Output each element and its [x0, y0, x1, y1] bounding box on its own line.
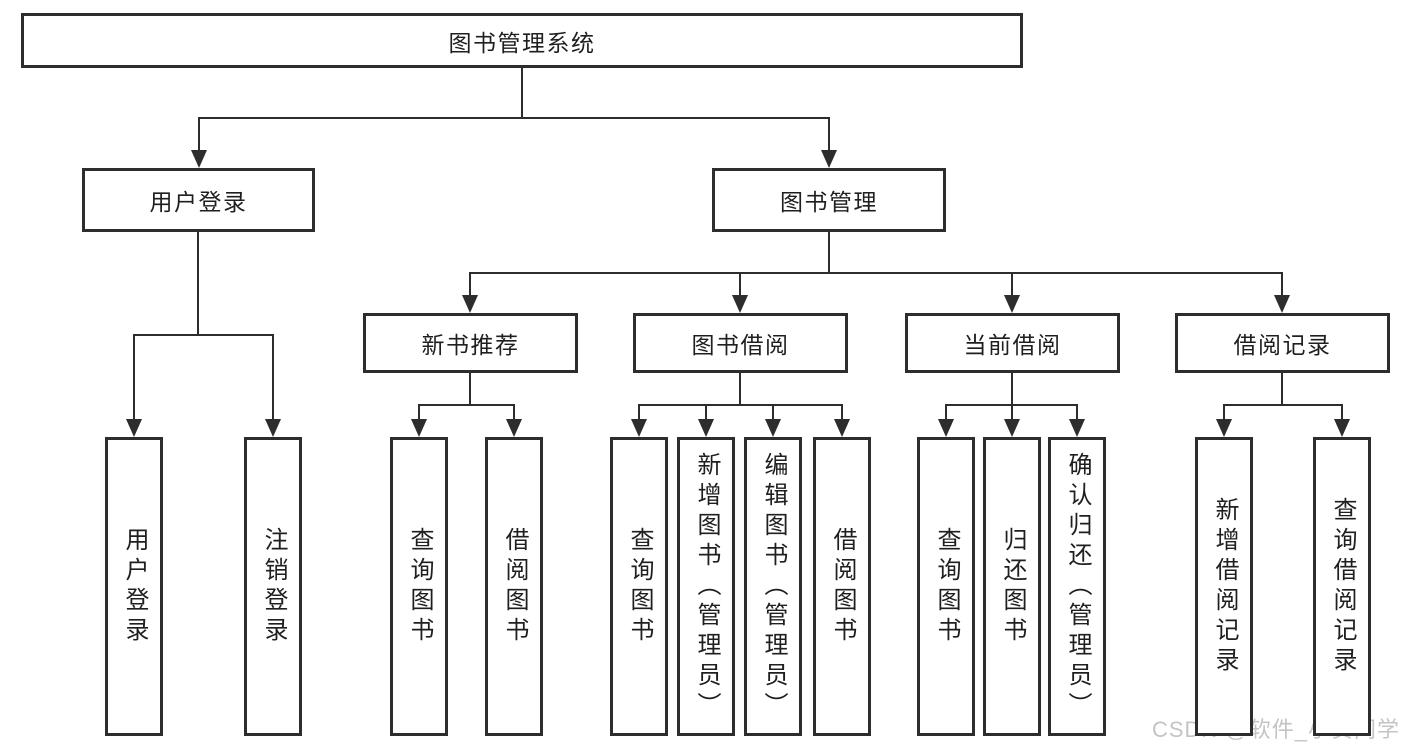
connector-line	[133, 334, 274, 336]
node-leaf-bb-add: 新增图书（管理员）	[677, 437, 735, 736]
arrowhead-down-icon	[1004, 419, 1020, 437]
node-current-borrow: 当前借阅	[905, 313, 1120, 373]
node-label: 图书借阅	[691, 332, 790, 358]
connector-line	[513, 405, 515, 420]
node-root: 图书管理系统	[21, 13, 1023, 68]
connector-line	[469, 373, 471, 406]
node-label: 新增借阅记录	[1211, 496, 1238, 677]
node-label: 用户登录	[149, 189, 248, 215]
connector-line	[841, 405, 843, 420]
connector-line	[418, 404, 515, 406]
arrowhead-down-icon	[126, 419, 142, 437]
arrowhead-down-icon	[462, 295, 478, 313]
connector-line	[1223, 404, 1343, 406]
node-label: 借阅图书	[501, 526, 528, 647]
connector-line	[469, 272, 1283, 274]
arrowhead-down-icon	[1334, 419, 1350, 437]
connector-line	[705, 405, 707, 420]
connector-line	[469, 273, 471, 296]
connector-line	[133, 335, 135, 420]
connector-line	[828, 118, 830, 151]
arrowhead-down-icon	[191, 150, 207, 168]
arrowhead-down-icon	[938, 419, 954, 437]
node-leaf-br-add: 新增借阅记录	[1195, 437, 1253, 736]
arrowhead-down-icon	[821, 150, 837, 168]
connector-line	[945, 405, 947, 420]
arrowhead-down-icon	[631, 419, 647, 437]
arrowhead-down-icon	[265, 419, 281, 437]
node-borrow-record: 借阅记录	[1175, 313, 1390, 373]
connector-line	[1076, 405, 1078, 420]
arrowhead-down-icon	[1274, 295, 1290, 313]
node-new-book-rec: 新书推荐	[363, 313, 578, 373]
connector-line	[739, 273, 741, 296]
node-label: 当前借阅	[963, 332, 1062, 358]
connector-line	[772, 405, 774, 420]
node-label: 用户登录	[121, 526, 148, 647]
arrowhead-down-icon	[411, 419, 427, 437]
node-leaf-bb-borrow: 借阅图书	[813, 437, 871, 736]
connector-line	[272, 335, 274, 420]
arrowhead-down-icon	[765, 419, 781, 437]
arrowhead-down-icon	[1069, 419, 1085, 437]
node-label: 编辑图书（管理员）	[760, 451, 787, 722]
connector-line	[1281, 373, 1283, 406]
node-leaf-br-query: 查询借阅记录	[1313, 437, 1371, 736]
node-leaf-cb-return: 归还图书	[983, 437, 1041, 736]
node-label: 图书管理	[780, 189, 878, 215]
node-book-borrow: 图书借阅	[633, 313, 848, 373]
node-label: 查询图书	[933, 526, 960, 647]
arrowhead-down-icon	[834, 419, 850, 437]
connector-line	[1223, 405, 1225, 420]
node-label: 新书推荐	[421, 332, 520, 358]
node-label: 注销登录	[260, 526, 287, 647]
node-label: 新增图书（管理员）	[693, 451, 720, 722]
node-label: 图书管理系统	[448, 29, 596, 56]
node-leaf-user-logout: 注销登录	[244, 437, 302, 736]
arrowhead-down-icon	[506, 419, 522, 437]
connector-line	[1011, 405, 1013, 420]
node-leaf-nb-query: 查询图书	[390, 437, 448, 736]
node-leaf-cb-query: 查询图书	[917, 437, 975, 736]
arrowhead-down-icon	[1216, 419, 1232, 437]
connector-line	[1341, 405, 1343, 420]
node-leaf-cb-confirm: 确认归还（管理员）	[1048, 437, 1106, 736]
connector-line	[828, 232, 830, 274]
node-label: 借阅图书	[829, 526, 856, 647]
node-leaf-nb-borrow: 借阅图书	[485, 437, 543, 736]
connector-line	[197, 232, 199, 336]
node-leaf-bb-edit: 编辑图书（管理员）	[744, 437, 802, 736]
arrowhead-down-icon	[732, 295, 748, 313]
node-label: 借阅记录	[1233, 332, 1332, 358]
node-label: 查询图书	[406, 526, 433, 647]
connector-line	[1011, 373, 1013, 406]
connector-line	[198, 118, 200, 151]
node-label: 确认归还（管理员）	[1064, 451, 1091, 722]
connector-line	[418, 405, 420, 420]
node-leaf-bb-query: 查询图书	[610, 437, 668, 736]
node-label: 归还图书	[999, 526, 1026, 647]
node-user-login: 用户登录	[82, 168, 315, 232]
connector-line	[739, 373, 741, 406]
node-label: 查询借阅记录	[1329, 496, 1356, 677]
connector-line	[638, 405, 640, 420]
node-label: 查询图书	[626, 526, 653, 647]
connector-line	[1011, 273, 1013, 296]
arrowhead-down-icon	[698, 419, 714, 437]
node-leaf-user-login: 用户登录	[105, 437, 163, 736]
arrowhead-down-icon	[1004, 295, 1020, 313]
node-book-mgmt: 图书管理	[712, 168, 946, 232]
connector-line	[1281, 273, 1283, 296]
connector-line	[198, 117, 830, 119]
connector-line	[521, 68, 523, 118]
